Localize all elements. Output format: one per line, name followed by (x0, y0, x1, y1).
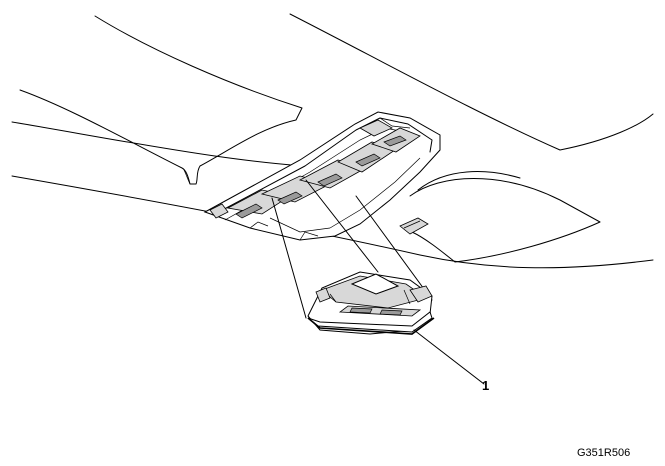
roof-console-module (307, 271, 435, 335)
figure-id: G351R506 (577, 447, 630, 459)
headliner-left-recess (19, 15, 303, 185)
callout-1: 1 (413, 329, 489, 393)
headliner-right-recess (399, 171, 601, 263)
callout-label-1: 1 (482, 378, 489, 393)
installation-leader-lines (271, 179, 433, 319)
console-opening (203, 111, 441, 241)
